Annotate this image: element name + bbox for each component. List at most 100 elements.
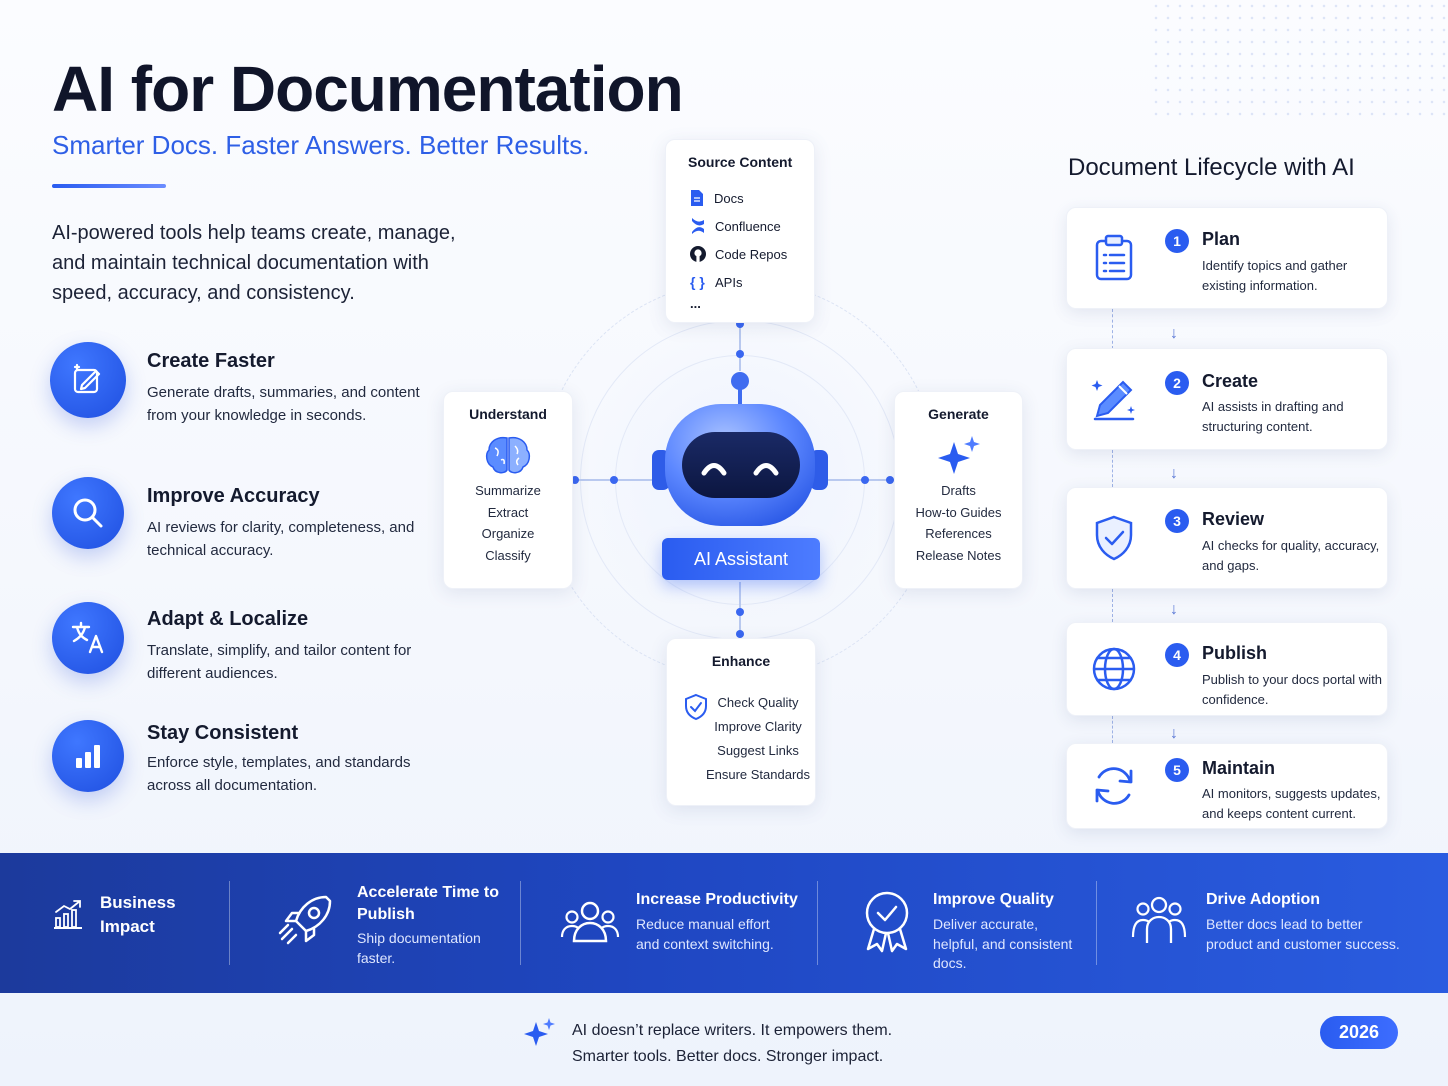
impact-title: Drive Adoption (1206, 891, 1321, 908)
enhance-item: Improve Clarity (714, 719, 802, 734)
growth-chart-icon (54, 900, 82, 929)
step-title: Plan (1202, 229, 1241, 249)
feature-stay-consistent: Stay Consistent Enforce style, templates… (52, 720, 442, 810)
step-desc: AI monitors, suggests updates, and keeps… (1202, 786, 1381, 821)
enhance-item: Suggest Links (717, 743, 799, 758)
document-icon (691, 190, 703, 206)
feature-title: Improve Accuracy (147, 485, 320, 507)
arrow-down-icon: ↓ (1170, 325, 1178, 342)
feature-adapt-localize: Adapt & Localize Translate, simplify, an… (52, 602, 442, 692)
pencil-icon (1091, 380, 1135, 421)
connector-dot (736, 630, 744, 638)
card-title: Understand (469, 406, 547, 422)
understand-card: Understand Summarize Extract Organize Cl… (443, 391, 573, 589)
title-underline (52, 184, 166, 188)
arrow-down-icon: ↓ (1170, 465, 1178, 482)
decorative-dot-grid (1150, 0, 1448, 120)
understand-item: Summarize (475, 483, 541, 498)
enhance-item: Ensure Standards (705, 767, 811, 782)
source-item-label: APIs (715, 274, 743, 290)
enhance-card: Enhance Check Quality Improve Clarity Su… (666, 638, 816, 806)
generate-item: How-to Guides (915, 504, 1002, 520)
feature-desc: Translate, simplify, and tailor content … (147, 642, 412, 682)
impact-desc: Deliver accurate, helpful, and consisten… (933, 916, 1073, 971)
source-item-label: Confluence (715, 218, 781, 234)
rocket-icon (278, 895, 332, 945)
business-impact-band: Business Impact Accelerate Time to Publi… (0, 853, 1448, 993)
page-title: AI for Documentation (52, 53, 684, 125)
github-icon (690, 246, 706, 262)
generate-item: References (925, 526, 992, 541)
source-list: Docs Confluence Code Repos { } APIs ... (690, 184, 787, 316)
feature-title: Create Faster (147, 350, 275, 372)
shield-check-icon (685, 693, 707, 721)
impact-desc: Ship documentation faster. (357, 930, 481, 966)
impact-title: Increase Productivity (636, 891, 798, 908)
search-icon (52, 477, 124, 549)
understand-item: Organize (481, 526, 535, 541)
understand-item: Classify (485, 547, 531, 563)
users-icon (1131, 896, 1187, 943)
source-item-more: ... (690, 296, 701, 311)
connector-dot (571, 476, 579, 484)
source-item-docs: Docs (690, 184, 787, 212)
step-desc: Identify topics and gather existing info… (1202, 258, 1348, 293)
feature-desc: Generate drafts, summaries, and content … (147, 384, 420, 424)
connector-dot (736, 320, 744, 328)
source-item-label: Code Repos (715, 246, 788, 262)
band-separator (229, 881, 230, 965)
ai-assistant-label: AI Assistant (662, 538, 820, 580)
band-separator (1096, 881, 1097, 965)
step-number: 5 (1165, 758, 1189, 782)
brain-icon (485, 436, 531, 474)
impact-title: Accelerate Time to Publish (357, 884, 499, 923)
business-impact-label: Business Impact (100, 893, 176, 936)
connector-dot (736, 350, 744, 358)
feature-improve-accuracy: Improve Accuracy AI reviews for clarity,… (52, 477, 442, 567)
understand-item: Extract (487, 504, 529, 520)
sparkle-icon (937, 436, 980, 474)
year-badge: 2026 (1320, 1016, 1398, 1049)
step-number: 3 (1165, 509, 1189, 533)
card-title: Generate (928, 406, 989, 422)
lifecycle-title: Document Lifecycle with AI (1068, 154, 1355, 181)
lifecycle-step-publish: 4 Publish Publish to your docs portal wi… (1066, 622, 1388, 716)
globe-icon (1092, 647, 1136, 691)
generate-card: Generate Drafts How-to Guides References… (894, 391, 1023, 589)
step-title: Publish (1202, 643, 1268, 663)
connector-dot (610, 476, 618, 484)
feature-desc: Enforce style, templates, and standards … (147, 754, 411, 794)
arrow-down-icon: ↓ (1170, 725, 1178, 742)
arrow-down-icon: ↓ (1170, 601, 1178, 618)
edit-document-icon (50, 342, 126, 418)
connector-dot (861, 476, 869, 484)
band-separator (520, 881, 521, 965)
lifecycle-step-review: 3 Review AI checks for quality, accuracy… (1066, 487, 1388, 589)
intro-text: AI-powered tools help teams create, mana… (52, 222, 456, 304)
lifecycle-step-plan: 1 Plan Identify topics and gather existi… (1066, 207, 1388, 309)
source-item-code-repos: Code Repos (690, 240, 787, 268)
feature-title: Adapt & Localize (147, 608, 309, 630)
source-item-apis: { } APIs (690, 268, 787, 296)
sparkle-icon (524, 1018, 555, 1046)
shield-check-icon (1095, 515, 1133, 561)
step-title: Create (1202, 371, 1259, 391)
enhance-item: Check Quality (717, 695, 799, 710)
footer-tagline: AI doesn’t replace writers. It empowers … (572, 1018, 892, 1070)
card-title: Enhance (711, 653, 771, 669)
connector-dot (736, 608, 744, 616)
lifecycle-connector (1112, 450, 1113, 487)
ai-assistant-robot: AI Assistant (650, 370, 830, 580)
lifecycle-connector (1112, 589, 1113, 622)
braces-icon: { } (690, 274, 705, 290)
robot-icon (652, 372, 828, 526)
step-title: Maintain (1202, 758, 1276, 778)
team-icon (560, 901, 620, 943)
step-number: 4 (1165, 643, 1189, 667)
feature-title: Stay Consistent (147, 722, 299, 744)
generate-item: Drafts (941, 483, 976, 498)
impact-title: Improve Quality (933, 891, 1054, 908)
footer-line-2: Smarter tools. Better docs. Stronger imp… (572, 1048, 884, 1065)
confluence-icon (692, 218, 704, 234)
connector-dot (886, 476, 894, 484)
